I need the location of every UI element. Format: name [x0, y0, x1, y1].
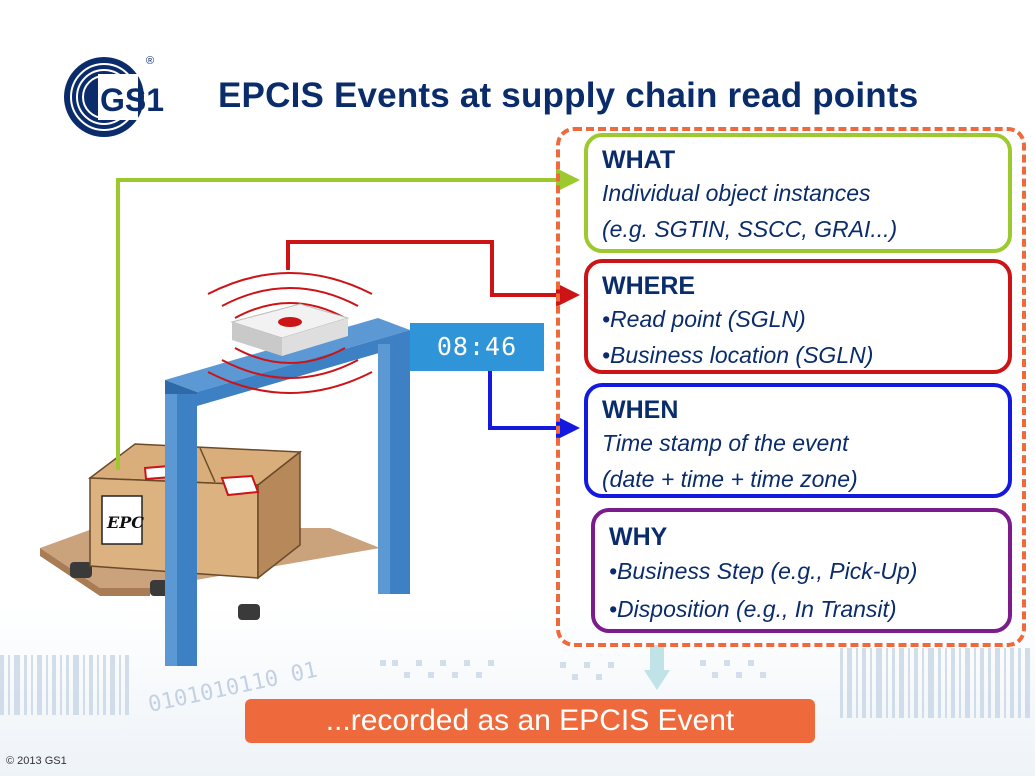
epc-logo-text: EPC: [106, 513, 144, 532]
when-line-2: (date + time + time zone): [602, 466, 858, 492]
when-heading: WHEN: [602, 396, 679, 424]
what-line-2: (e.g. SGTIN, SSCC, GRAI...): [602, 216, 898, 242]
where-line-2: •Business location (SGLN): [602, 342, 874, 368]
recorded-event-banner: ...recorded as an EPCIS Event: [245, 699, 815, 743]
page-title: EPCIS Events at supply chain read points: [218, 76, 919, 115]
epc-label: EPC: [101, 495, 144, 545]
clock-display: 08:46: [410, 323, 544, 371]
rfid-waves: [207, 272, 373, 394]
where-box: WHERE •Read point (SGLN) •Business locat…: [584, 259, 1012, 374]
gs1-logo: GS1 ®: [64, 55, 164, 137]
what-arrow: [116, 168, 580, 470]
rfid-reader: [230, 303, 350, 356]
when-box: WHEN Time stamp of the event (date + tim…: [584, 383, 1012, 498]
why-line-1: •Business Step (e.g., Pick-Up): [609, 558, 918, 584]
down-arrow: [644, 645, 670, 690]
why-line-2: •Disposition (e.g., In Transit): [609, 596, 897, 622]
where-heading: WHERE: [602, 272, 696, 300]
what-heading: WHAT: [602, 146, 676, 174]
registered-mark: ®: [146, 55, 154, 67]
reader-gate: [165, 318, 410, 666]
why-box: WHY •Business Step (e.g., Pick-Up) •Disp…: [591, 508, 1012, 633]
what-line-1: Individual object instances: [602, 180, 871, 206]
copyright: © 2013 GS1: [6, 755, 67, 767]
where-line-1: •Read point (SGLN): [602, 306, 806, 332]
epcis-dimensions-frame: [556, 127, 1026, 647]
when-arrow: [488, 366, 580, 440]
what-box: WHAT Individual object instances (e.g. S…: [584, 133, 1012, 253]
when-line-1: Time stamp of the event: [602, 430, 849, 456]
gs1-logo-text: GS1: [100, 82, 164, 118]
where-arrow: [286, 240, 580, 307]
why-heading: WHY: [609, 523, 668, 551]
